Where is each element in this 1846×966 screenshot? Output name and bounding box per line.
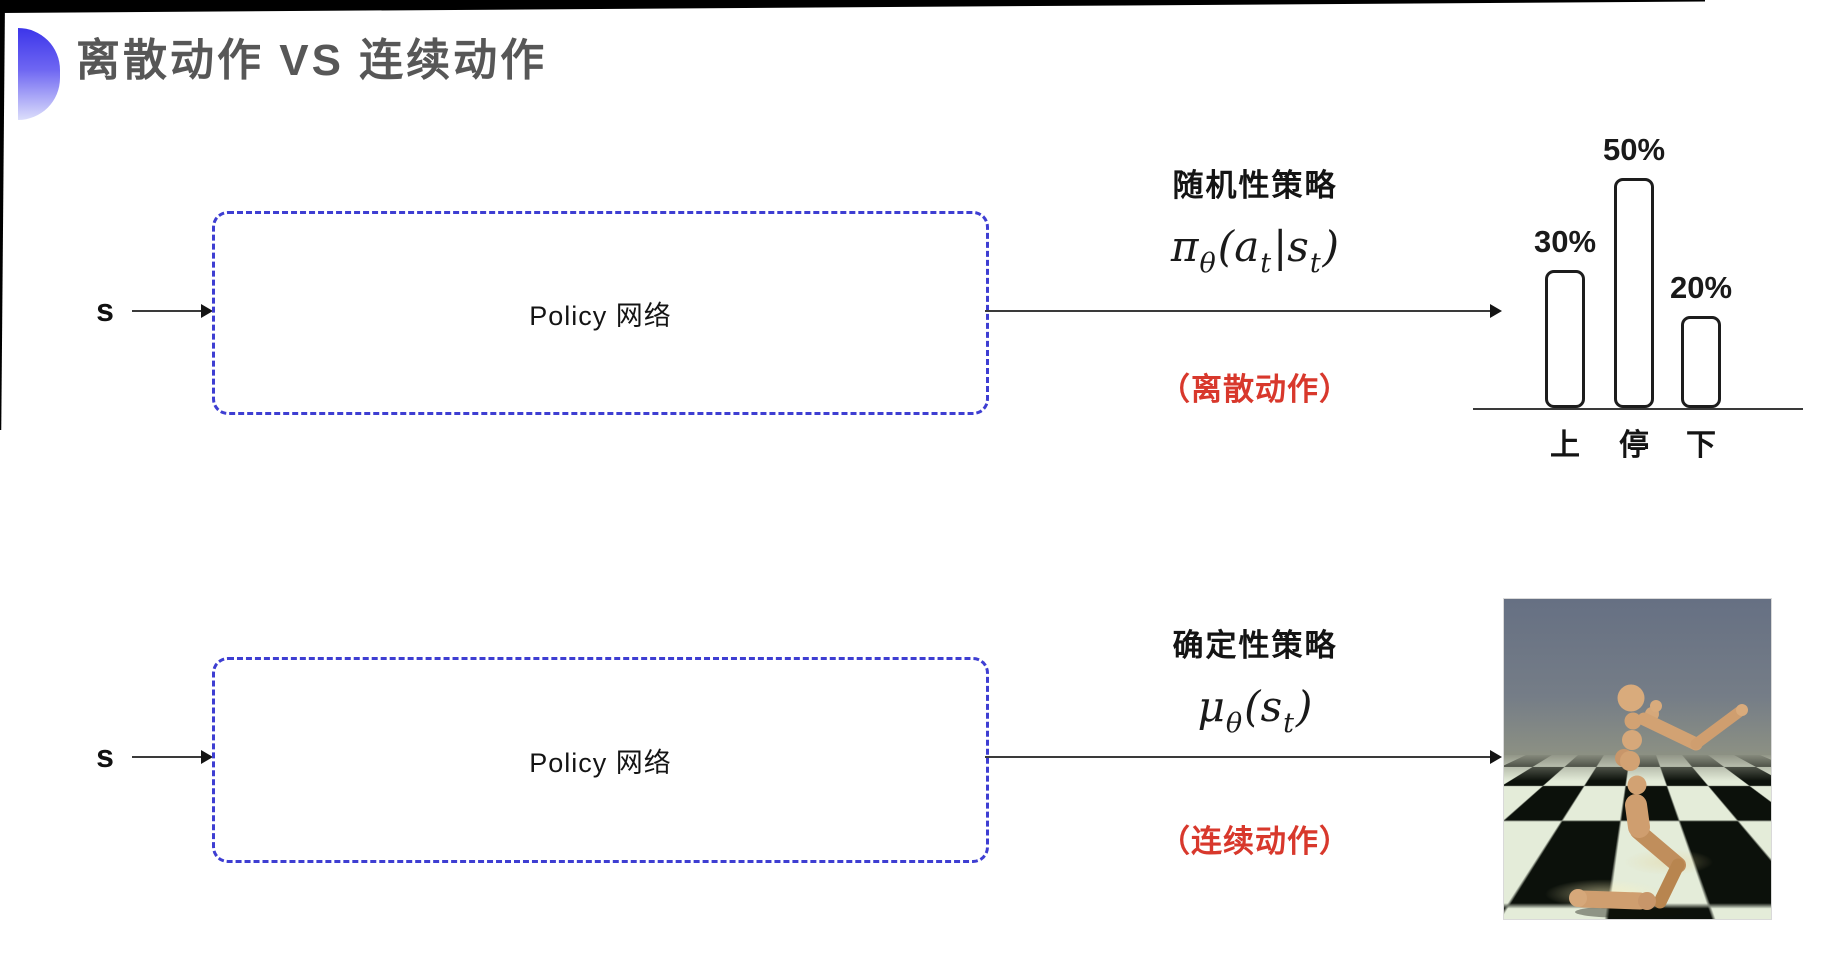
humanoid-shadow <box>1575 906 1683 918</box>
bar-category-label: 停 <box>1619 429 1649 462</box>
continuous-action-note: （连续动作） <box>1159 824 1351 859</box>
stochastic-policy-title: 随机性策略 <box>1172 168 1338 203</box>
bar-category-label: 下 <box>1686 429 1716 462</box>
video-top-black-edge <box>0 0 1705 13</box>
policy-network-box-top: Policy 网络 <box>212 211 989 415</box>
deterministic-policy-formula: μθ(st) <box>1197 682 1313 739</box>
humanoid-figure <box>1569 684 1748 918</box>
state-input-label-top: s <box>96 292 114 328</box>
title-bullet-icon <box>18 28 60 120</box>
bar-value-label: 50% <box>1602 132 1666 167</box>
input-arrow-top <box>132 304 213 318</box>
output-arrow-bottom <box>985 750 1502 764</box>
action-probability-chart: 30% 上 50% 停 20% 下 <box>1473 120 1805 465</box>
mujoco-humanoid-image <box>1503 598 1772 920</box>
input-arrow-bottom <box>132 750 213 764</box>
discrete-action-note: （离散动作） <box>1159 372 1351 407</box>
page-title: 离散动作 VS 连续动作 <box>76 36 548 85</box>
bar-category-label: 上 <box>1550 429 1580 462</box>
deterministic-policy-title: 确定性策略 <box>1172 628 1338 663</box>
policy-box-label-top: Policy 网络 <box>529 300 672 331</box>
output-arrow-top <box>985 304 1502 318</box>
prob-bar <box>1614 178 1654 408</box>
prob-bar <box>1681 316 1721 408</box>
state-input-label-bottom: s <box>96 738 114 774</box>
bar-value-label: 30% <box>1533 224 1597 259</box>
stochastic-policy-formula: πθ(at|st) <box>1170 222 1340 279</box>
chart-baseline-axis <box>1473 408 1803 410</box>
policy-network-box-bottom: Policy 网络 <box>212 657 989 863</box>
policy-box-label-bottom: Policy 网络 <box>529 747 672 778</box>
sim-sky <box>1504 599 1771 757</box>
video-left-black-edge <box>0 0 5 430</box>
bar-value-label: 20% <box>1669 270 1733 305</box>
prob-bar <box>1545 270 1585 408</box>
